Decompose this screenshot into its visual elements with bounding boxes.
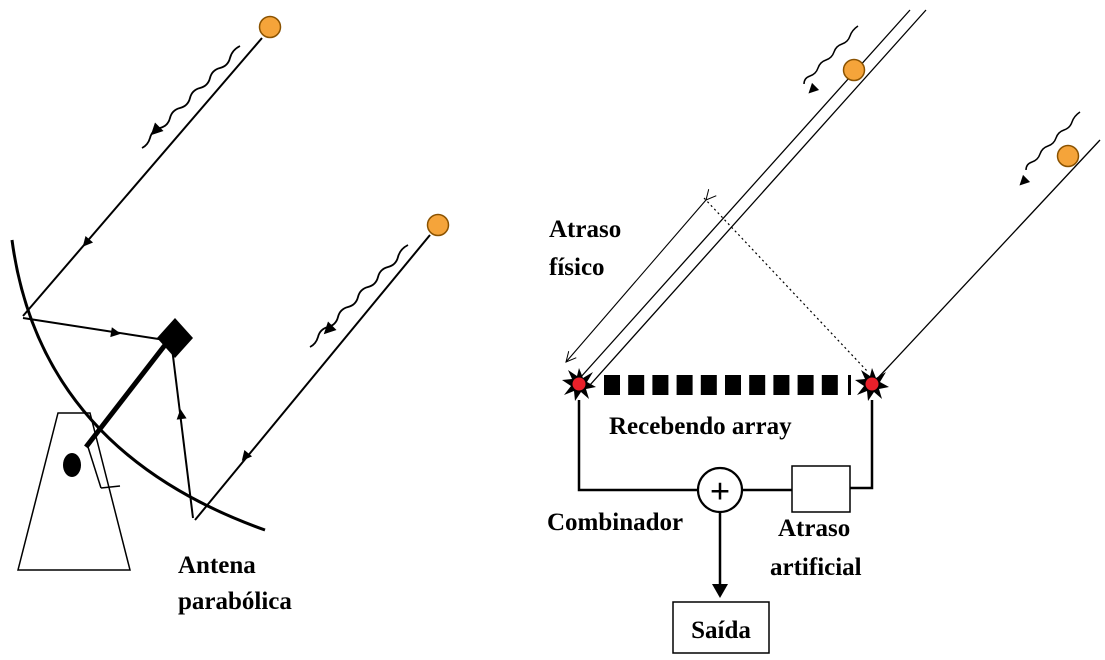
reflected-ray-1-arrow xyxy=(110,327,121,338)
wave-icon-3 xyxy=(803,25,859,85)
wavefront-dotted xyxy=(703,197,869,373)
ray-1-arrow xyxy=(82,235,94,247)
physical-delay-label-line2: físico xyxy=(549,254,605,281)
reflected-ray-1 xyxy=(22,317,166,341)
array-element xyxy=(700,375,717,395)
ray-left-b xyxy=(589,9,927,386)
wave-3-arrow xyxy=(808,82,820,94)
receiving-array xyxy=(604,375,851,395)
array-element xyxy=(628,375,645,395)
artificial-delay-label-line2: artificial xyxy=(770,554,862,581)
sensor-left-icon xyxy=(562,368,596,401)
source-icon-3 xyxy=(842,58,866,82)
combiner-plus-symbol: + xyxy=(710,471,731,511)
sensor-right-icon xyxy=(855,368,889,401)
combiner-label: Combinador xyxy=(547,509,683,536)
interferometer-panel: + Atraso físico Recebendo array Combinad… xyxy=(547,9,1101,654)
array-element xyxy=(773,375,790,395)
wave-1-arrow xyxy=(150,122,164,136)
array-element xyxy=(821,375,838,395)
output-label: Saída xyxy=(691,617,751,644)
antenna-label-line1: Antena xyxy=(178,552,256,579)
physical-delay-label-line1: Atraso xyxy=(549,216,621,243)
artificial-delay-label-line1: Atraso xyxy=(778,515,850,542)
wave-icon-4 xyxy=(1025,111,1081,171)
feed-diamond-icon xyxy=(157,318,193,358)
array-element xyxy=(604,375,620,395)
physical-delay-dimension xyxy=(566,200,706,362)
array-element xyxy=(725,375,741,395)
receiving-array-label: Recebendo array xyxy=(609,413,792,440)
antenna-mount xyxy=(17,412,131,571)
ray-right xyxy=(875,139,1101,381)
antenna-label-line2: parabólica xyxy=(178,588,292,615)
feed-arm xyxy=(84,334,174,449)
incoming-ray-1 xyxy=(22,37,263,317)
wire-left xyxy=(577,400,698,492)
output-box xyxy=(672,601,770,654)
array-element xyxy=(797,375,814,395)
reflected-ray-2 xyxy=(171,347,194,519)
parabolic-antenna-panel: Antena parabólica xyxy=(10,15,450,615)
array-end-marker xyxy=(848,375,851,395)
incoming-ray-2 xyxy=(194,234,431,521)
source-icon-1 xyxy=(258,15,282,39)
wave-4-arrow xyxy=(1019,174,1031,186)
ray-2-arrow xyxy=(241,449,253,461)
wire-right xyxy=(850,400,874,490)
array-element xyxy=(652,375,669,395)
parabolic-dish-icon xyxy=(10,239,266,532)
source-icon-2 xyxy=(426,213,450,237)
wave-icon-2 xyxy=(309,244,409,348)
array-element xyxy=(676,375,693,395)
array-element xyxy=(749,375,766,395)
source-icon-4 xyxy=(1056,144,1080,168)
mount-bolt-icon xyxy=(63,453,81,477)
reflected-ray-2-arrow xyxy=(176,409,187,420)
output-arrow-icon xyxy=(712,584,728,598)
artificial-delay-box xyxy=(791,465,851,513)
